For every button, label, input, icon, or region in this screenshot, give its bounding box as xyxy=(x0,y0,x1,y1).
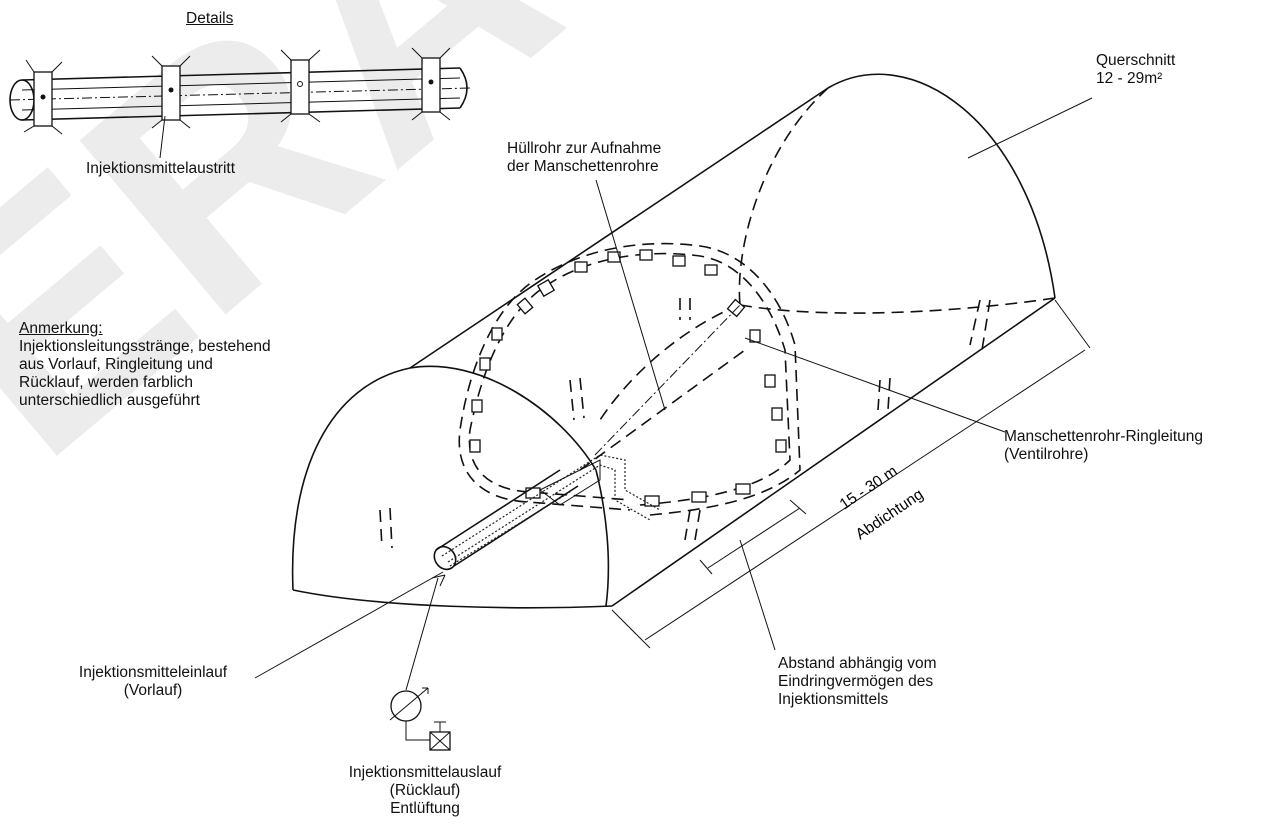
hidden-contours xyxy=(379,87,1056,549)
sleeve-pipe xyxy=(433,304,746,571)
detail-collar xyxy=(411,47,451,121)
cross-section-label: Querschnitt 12 - 29m² xyxy=(1096,52,1176,87)
ring-line xyxy=(458,242,801,516)
leader-lines xyxy=(254,97,1093,679)
sleeve-pipe-label: Hüllrohr zur Aufnahme der Manschettenroh… xyxy=(507,140,662,175)
inlet-piping xyxy=(389,574,451,751)
ring-line-label: Manschettenrohr-Ringleitung (Ventilrohre… xyxy=(1004,428,1204,463)
dimension-length: 15 - 30 m Abdichtung xyxy=(611,299,1091,649)
detail-collar xyxy=(280,49,321,123)
detail-pipe xyxy=(9,47,471,159)
inlet-label: Injektionsmitteleinlauf (Vorlauf) xyxy=(78,664,228,699)
note-text: Injektionsleitungsstränge, bestehend aus… xyxy=(19,338,271,409)
note-heading: Anmerkung: xyxy=(19,320,103,337)
valve-markers xyxy=(469,249,787,507)
detail-collar xyxy=(23,59,63,135)
detail-collar xyxy=(151,55,191,129)
outlet-detail-label: Injektionsmittelaustritt xyxy=(86,160,236,177)
outlet-label: Injektionsmittelauslauf (Rücklauf) Entlü… xyxy=(348,764,502,817)
tunnel-outline xyxy=(291,73,1056,609)
spacing-label: Abstand abhängig vom Eindringvermögen de… xyxy=(778,655,937,708)
details-title: Details xyxy=(186,10,234,27)
